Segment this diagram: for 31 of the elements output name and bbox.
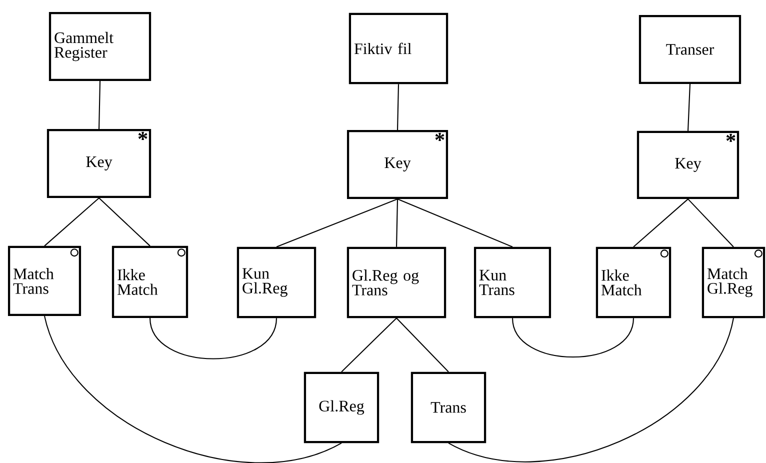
connector-line bbox=[149, 318, 278, 360]
process-box: Transer bbox=[638, 14, 742, 84]
connector-line bbox=[687, 84, 691, 131]
connector-line bbox=[341, 318, 397, 372]
process-box: Trans bbox=[410, 372, 486, 444]
connector-line bbox=[44, 316, 342, 463]
process-box: Gammelt Register bbox=[48, 12, 152, 82]
connector-line bbox=[688, 198, 734, 248]
process-box: Gl.Reg bbox=[304, 372, 380, 444]
process-box: Match Trans bbox=[8, 246, 82, 316]
connector-line bbox=[44, 198, 100, 246]
process-box: Ikke Match bbox=[596, 246, 672, 318]
iteration-mark: * bbox=[726, 134, 736, 142]
connector-line bbox=[98, 198, 150, 246]
connector-line bbox=[397, 198, 513, 248]
connector-line bbox=[512, 318, 634, 358]
iteration-mark: * bbox=[435, 132, 444, 141]
process-box: Match Gl.Reg bbox=[702, 246, 766, 318]
connector-line bbox=[448, 318, 734, 462]
connector-line bbox=[396, 318, 449, 372]
process-box: Fiktiv fil bbox=[348, 12, 448, 84]
connector-line bbox=[98, 81, 101, 129]
connector-line bbox=[396, 199, 398, 247]
connector-line bbox=[633, 198, 688, 248]
process-box: Gl.Reg og Trans bbox=[346, 246, 446, 318]
iteration-mark: * bbox=[138, 132, 148, 140]
connector-line bbox=[276, 198, 398, 248]
process-box: Ikke Match bbox=[112, 246, 188, 318]
connector-line bbox=[396, 84, 400, 130]
process-box: Kun Gl.Reg bbox=[236, 246, 316, 318]
process-box: Kun Trans bbox=[474, 246, 552, 318]
